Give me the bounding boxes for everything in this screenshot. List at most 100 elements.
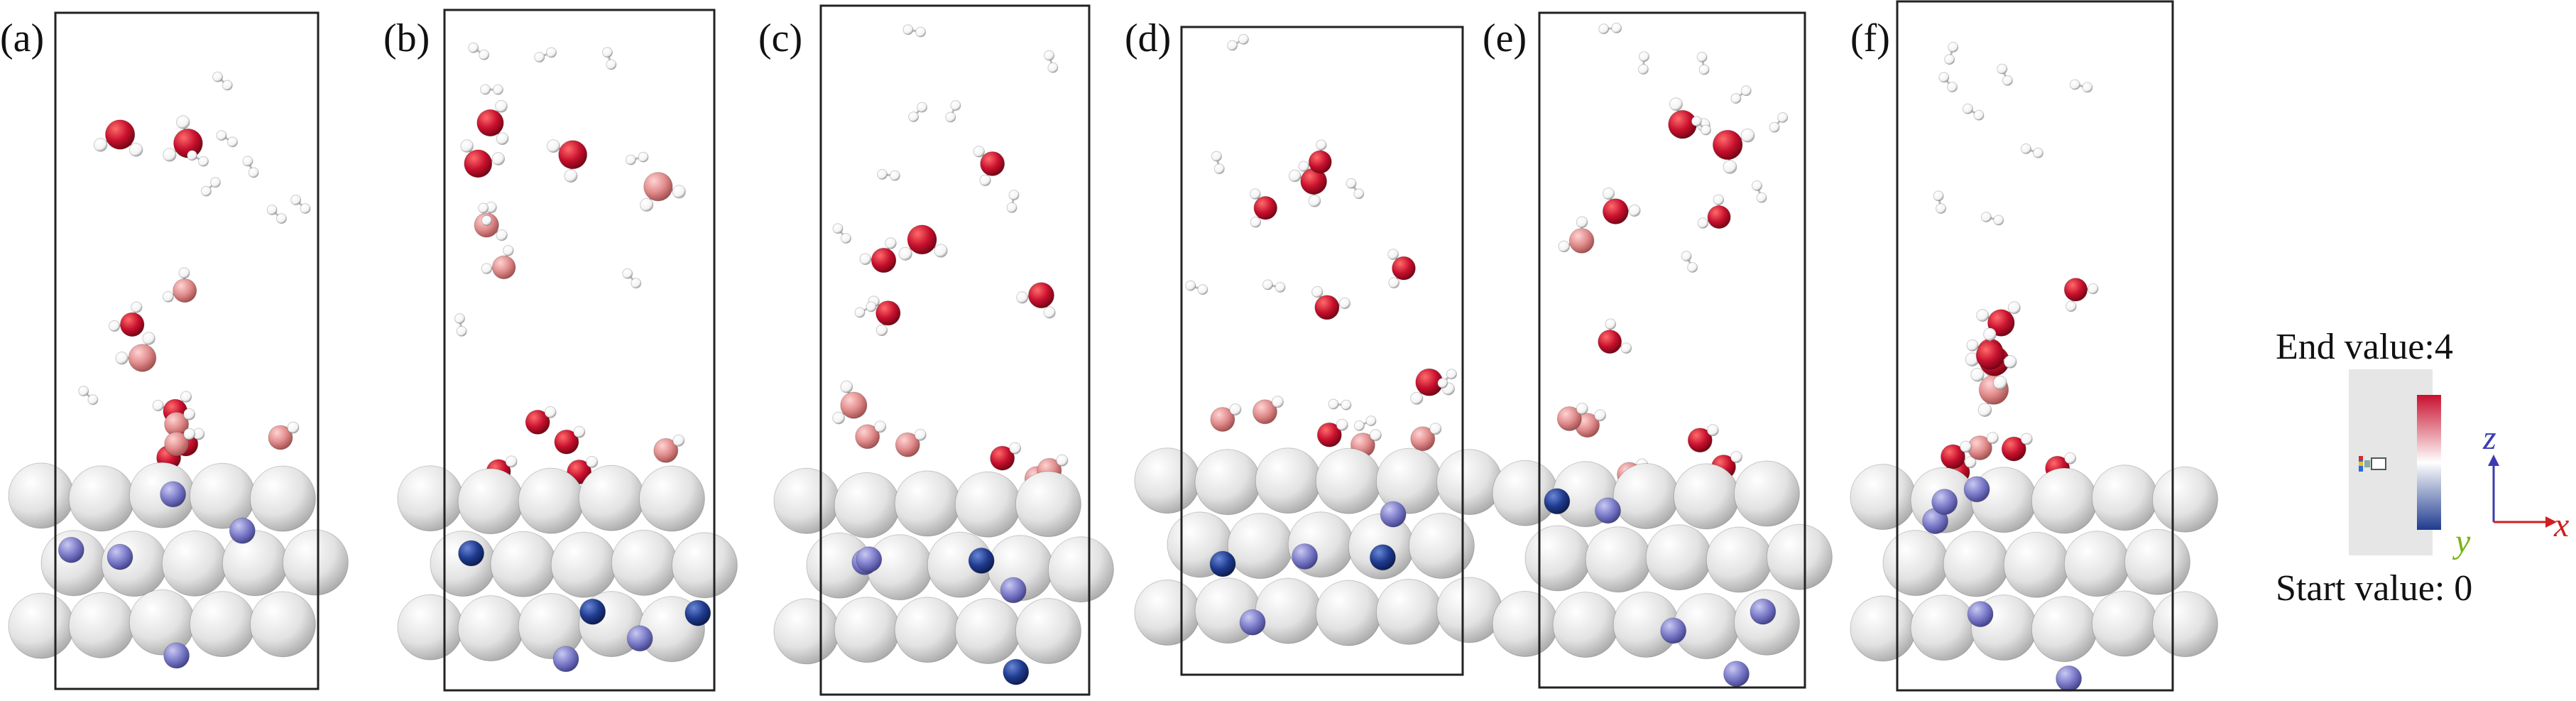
metal-atom — [671, 532, 738, 599]
metal-atom — [430, 531, 496, 597]
hydrogen-atom — [2087, 283, 2099, 295]
metal-atom — [773, 467, 840, 534]
hydrogen-atom — [478, 202, 489, 214]
metal-atom — [1705, 526, 1772, 593]
metal-atom — [1585, 526, 1652, 593]
hydrogen-atom — [2033, 147, 2043, 158]
hydrogen-atom — [1944, 54, 1955, 65]
hydrogen-atom — [1576, 216, 1588, 229]
hydrogen-atom — [93, 138, 108, 152]
metal-atom — [2031, 467, 2097, 534]
dopant-atom — [1595, 497, 1621, 524]
hydrogen-atom — [573, 425, 586, 438]
adsorbed-oxygen-atom — [1210, 407, 1235, 432]
hydrogen-atom — [129, 143, 143, 157]
hydrogen-atom — [1698, 64, 1710, 75]
metal-atom — [222, 530, 288, 597]
dopant-atom — [552, 646, 579, 673]
hydrogen-atom — [1611, 23, 1622, 33]
hydrogen-atom — [979, 174, 991, 187]
hydrogen-atom — [1769, 121, 1780, 133]
dopant-atom — [107, 543, 133, 570]
metal-atom — [773, 598, 840, 665]
oxygen-atom — [558, 140, 588, 170]
hydrogen-atom — [622, 268, 633, 279]
metal-atom — [1850, 595, 1916, 662]
dopant-atom — [1369, 544, 1396, 571]
hydrogen-atom — [1308, 195, 1321, 207]
hydrogen-atom — [1970, 367, 1985, 382]
hydrogen-atom — [1047, 62, 1059, 73]
hydrogen-atom — [503, 245, 514, 256]
hydrogen-atom — [1576, 403, 1588, 415]
hydrogen-atom — [908, 112, 919, 122]
metal-atom — [1612, 463, 1679, 529]
oxygen-atom — [128, 344, 157, 372]
metal-atom — [2003, 531, 2070, 598]
hydrogen-atom — [115, 352, 129, 365]
metal-atom — [1375, 578, 1442, 645]
hydrogen-atom — [1387, 249, 1399, 261]
hydrogen-atom — [1558, 240, 1570, 253]
oxygen-atom — [907, 224, 937, 255]
hydrogen-atom — [1740, 85, 1752, 97]
hydrogen-atom — [1696, 51, 1708, 63]
oxygen-atom — [1392, 256, 1416, 281]
hydrogen-atom — [874, 420, 887, 433]
hydrogen-atom — [2064, 452, 2077, 464]
hydrogen-atom — [491, 152, 506, 165]
hydrogen-atom — [1009, 442, 1022, 455]
metal-atom — [1850, 464, 1916, 531]
hydrogen-atom — [1328, 398, 1339, 410]
hydrogen-atom — [915, 26, 927, 38]
hydrogen-atom — [1213, 163, 1225, 175]
metal-atom — [2152, 591, 2218, 658]
hydrogen-atom — [544, 406, 557, 418]
hydrogen-atom — [1701, 124, 1711, 136]
hydrogen-atom — [1977, 403, 1992, 418]
hydrogen-atom — [1777, 112, 1789, 123]
metal-atom — [189, 591, 256, 658]
dopant-atom — [579, 598, 606, 625]
dopant-atom — [1967, 601, 1994, 628]
hydrogen-atom — [631, 278, 642, 289]
hydrogen-atom — [2003, 355, 2017, 369]
hydrogen-atom — [1620, 342, 1632, 354]
metal-atom — [2124, 528, 2190, 595]
metal-atom — [1673, 463, 1740, 530]
hydrogen-atom — [200, 185, 212, 197]
hydrogen-atom — [300, 203, 311, 214]
hydrogen-atom — [885, 237, 897, 249]
hydrogen-atom — [1227, 40, 1238, 51]
oxygen-atom — [1712, 129, 1743, 161]
hydrogen-atom — [468, 42, 479, 53]
hydrogen-atom — [1986, 432, 1999, 445]
hydrogen-atom — [950, 100, 961, 111]
oxygen-atom — [1602, 198, 1629, 225]
metal-atom — [397, 594, 464, 661]
adsorbed-oxygen-atom — [653, 438, 679, 463]
hydrogen-atom — [875, 324, 888, 337]
oxygen-atom — [1028, 282, 1054, 309]
hydrogen-atom — [1687, 262, 1698, 273]
oxygen-atom — [980, 151, 1005, 176]
dopant-atom — [684, 599, 711, 626]
panel-c — [773, 4, 1114, 696]
metal-atom — [1645, 524, 1712, 591]
metal-atom — [1315, 447, 1382, 514]
panel-label-a: (a) — [0, 16, 44, 60]
metal-atom — [249, 465, 316, 532]
hydrogen-atom — [222, 80, 233, 91]
metal-atom — [457, 595, 524, 662]
hydrogen-atom — [1938, 72, 1950, 83]
simulation-cell-frame — [1896, 0, 2174, 692]
hydrogen-atom — [866, 301, 877, 313]
hydrogen-atom — [1272, 396, 1284, 408]
hydrogen-atom — [290, 195, 302, 206]
colorbar-legend: End value:4 Start value: 0 — [2276, 327, 2472, 609]
adsorbed-oxygen-atom — [1941, 444, 1965, 469]
hydrogen-atom — [1250, 217, 1262, 228]
hydrogen-atom — [1691, 116, 1702, 127]
hydrogen-atom — [2021, 143, 2031, 154]
